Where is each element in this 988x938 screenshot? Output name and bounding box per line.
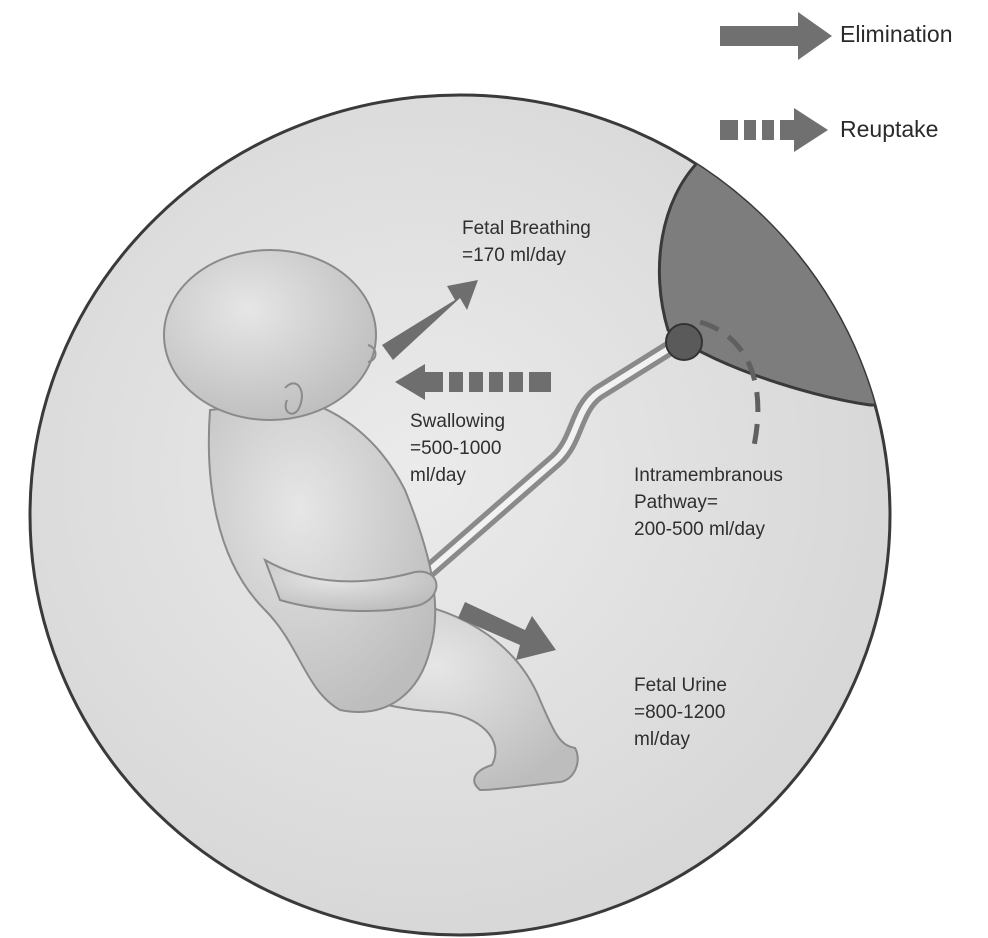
swallowing-line-3: ml/day [410, 462, 505, 489]
fetal-urine-label: Fetal Urine =800-1200 ml/day [634, 672, 727, 753]
fetal-breathing-line-2: =170 ml/day [462, 242, 591, 269]
fetal-breathing-line-1: Fetal Breathing [462, 215, 591, 242]
fetal-breathing-label: Fetal Breathing =170 ml/day [462, 215, 591, 269]
intramembranous-label: Intramembranous Pathway= 200-500 ml/day [634, 462, 783, 543]
swallowing-label: Swallowing =500-1000 ml/day [410, 408, 505, 489]
legend-reuptake-arrow [720, 108, 828, 152]
swallowing-line-2: =500-1000 [410, 435, 505, 462]
legend-elimination-arrow [720, 12, 832, 60]
fetal-urine-line-1: Fetal Urine [634, 672, 727, 699]
swallowing-line-1: Swallowing [410, 408, 505, 435]
intramembranous-line-3: 200-500 ml/day [634, 516, 783, 543]
cord-insertion [666, 324, 702, 360]
legend-elimination-label: Elimination [840, 21, 953, 48]
fetal-urine-line-3: ml/day [634, 726, 727, 753]
fetal-urine-line-2: =800-1200 [634, 699, 727, 726]
legend-reuptake-label: Reuptake [840, 116, 938, 143]
intramembranous-line-2: Pathway= [634, 489, 783, 516]
intramembranous-line-1: Intramembranous [634, 462, 783, 489]
